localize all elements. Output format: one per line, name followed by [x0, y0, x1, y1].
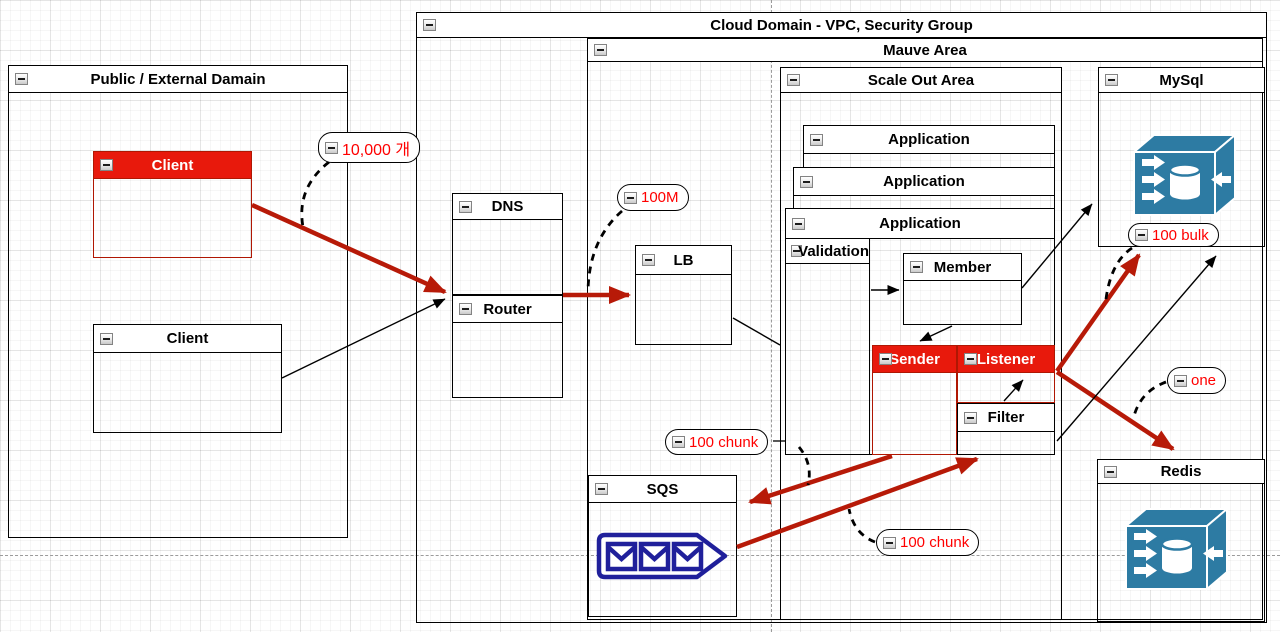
node-lb[interactable]: LB: [635, 245, 732, 345]
node-label: Filter: [987, 409, 1025, 426]
collapse-icon[interactable]: [792, 217, 805, 230]
node-label: SQS: [646, 480, 679, 498]
page-break-vertical: [771, 0, 772, 632]
node-application-2[interactable]: Application: [793, 167, 1055, 212]
node-label: Listener: [976, 350, 1036, 368]
collapse-icon[interactable]: [1104, 465, 1117, 478]
collapse-icon[interactable]: [810, 133, 823, 146]
collapse-icon[interactable]: [624, 191, 637, 204]
container-public-domain[interactable]: Public / External Damain: [8, 65, 348, 538]
edge-label-text: 10,000 개: [342, 141, 411, 159]
collapse-icon[interactable]: [910, 261, 923, 273]
node-label: Sender: [889, 350, 940, 368]
node-label: Application: [879, 215, 961, 232]
edge-label-text: one: [1191, 372, 1217, 389]
node-application-1[interactable]: Application: [803, 125, 1055, 170]
node-label: Application: [888, 131, 970, 148]
container-title: Cloud Domain - VPC, Security Group: [710, 16, 973, 34]
collapse-icon[interactable]: [1105, 74, 1118, 86]
node-label: Client: [151, 156, 194, 174]
collapse-icon[interactable]: [642, 254, 655, 266]
node-sender[interactable]: Sender: [872, 345, 957, 455]
collapse-icon[interactable]: [15, 73, 28, 85]
edge-label-text: 100 bulk: [1152, 226, 1209, 244]
edge-label-text: 100 chunk: [900, 534, 970, 551]
node-label: Validation: [798, 242, 869, 260]
node-application-3[interactable]: Application: [785, 208, 1055, 455]
node-client[interactable]: Client: [93, 324, 282, 433]
collapse-icon[interactable]: [100, 159, 113, 171]
collapse-icon[interactable]: [787, 74, 800, 86]
node-dns[interactable]: DNS: [452, 193, 563, 295]
node-client-red[interactable]: Client: [93, 151, 252, 258]
collapse-icon[interactable]: [800, 175, 813, 188]
collapse-icon[interactable]: [595, 483, 608, 495]
edge-label-consume-chunk[interactable]: 100 chunk: [876, 529, 980, 556]
container-title: Mauve Area: [883, 41, 967, 59]
collapse-icon[interactable]: [423, 19, 436, 31]
edge-label-redis-one[interactable]: one: [1167, 367, 1227, 394]
node-label: Member: [933, 258, 992, 276]
edge-label-client-count[interactable]: 10,000 개: [318, 132, 421, 163]
node-listener[interactable]: Listener: [957, 345, 1055, 403]
container-mauve-area[interactable]: Mauve Area: [587, 38, 1263, 620]
node-redis[interactable]: Redis: [1097, 459, 1265, 622]
node-label: Client: [166, 330, 209, 347]
node-label: DNS: [491, 198, 524, 215]
collapse-icon[interactable]: [100, 332, 113, 345]
collapse-icon[interactable]: [1174, 374, 1187, 387]
node-mysql[interactable]: MySql: [1098, 67, 1265, 247]
container-scale-out-area[interactable]: Scale Out Area: [780, 67, 1062, 620]
collapse-icon[interactable]: [964, 411, 977, 424]
edge-label-sender-chunk[interactable]: 100 chunk: [665, 429, 769, 455]
container-title: Scale Out Area: [867, 71, 975, 89]
collapse-icon[interactable]: [964, 353, 977, 365]
node-label: MySql: [1159, 71, 1204, 89]
node-sqs[interactable]: SQS: [588, 475, 737, 617]
database-cube-icon: [1128, 128, 1238, 225]
node-validation[interactable]: Validation: [785, 238, 870, 455]
database-cube-icon: [1120, 502, 1230, 599]
collapse-icon[interactable]: [879, 353, 892, 365]
container-title: Public / External Damain: [90, 70, 266, 88]
collapse-icon[interactable]: [459, 200, 472, 213]
collapse-icon[interactable]: [672, 436, 685, 448]
collapse-icon[interactable]: [325, 141, 338, 154]
container-cloud-domain[interactable]: Cloud Domain - VPC, Security Group: [416, 12, 1267, 623]
collapse-icon[interactable]: [459, 303, 472, 315]
edge-label-text: 100M: [641, 189, 679, 206]
node-router[interactable]: Router: [452, 295, 563, 398]
collapse-icon[interactable]: [791, 245, 803, 257]
collapse-icon[interactable]: [883, 536, 896, 549]
message-queue-icon: [595, 532, 732, 585]
edge-label-text: 100 chunk: [689, 433, 759, 451]
node-label: LB: [673, 251, 694, 269]
node-label: Application: [883, 173, 965, 190]
node-label: Redis: [1160, 463, 1202, 480]
node-member[interactable]: Member: [903, 253, 1022, 325]
edge-label-request-volume[interactable]: 100M: [617, 184, 689, 211]
collapse-icon[interactable]: [594, 44, 607, 56]
edge-label-mysql-bulk[interactable]: 100 bulk: [1128, 223, 1219, 247]
node-filter[interactable]: Filter: [957, 403, 1055, 455]
collapse-icon[interactable]: [1135, 229, 1148, 241]
node-label: Router: [483, 300, 532, 318]
